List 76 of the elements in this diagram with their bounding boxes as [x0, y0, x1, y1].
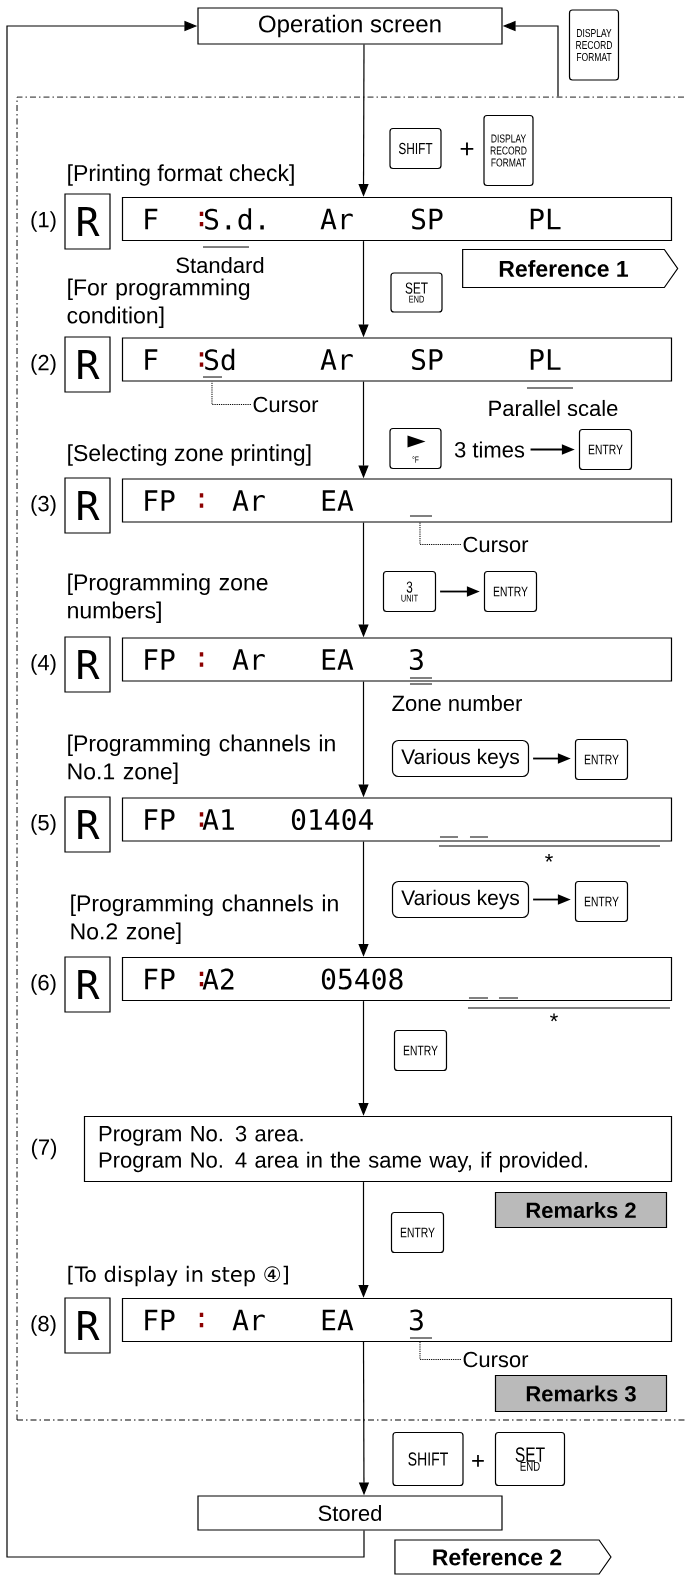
lcd-display: FP : Ar EA 3: [121, 637, 673, 682]
annotation-text: 3 times: [454, 441, 525, 458]
step-number: (8): [31, 1315, 56, 1336]
segment-digit-box: R: [64, 193, 111, 250]
step-number: (2): [31, 354, 56, 375]
annotation-text: Cursor: [463, 536, 529, 553]
process-box: Operation screen: [197, 7, 503, 45]
key-button: ENTRY: [574, 880, 629, 923]
remarks-tag: Remarks 3: [494, 1374, 668, 1413]
key-button: ENTRY: [574, 738, 629, 781]
node-label: A2: [202, 968, 234, 990]
remarks-tag: Remarks 2: [494, 1191, 668, 1229]
step-number: (1): [31, 211, 56, 232]
step-number: (5): [31, 814, 56, 835]
arrow: [6, 20, 365, 1558]
node-label: 05408: [321, 968, 403, 990]
node-label: FP: [145, 809, 175, 830]
key-button: SET END: [494, 1431, 566, 1487]
dash-dot-frame: [16, 96, 685, 1421]
step-heading: [For programming condition]: [67, 278, 250, 329]
segment-digit-box: R: [64, 956, 111, 1013]
plus-sign: +: [472, 1455, 484, 1467]
step-heading: [Programming channels in No.2 zone]: [71, 894, 338, 945]
lcd-display: FP : Ar EA 3: [121, 1297, 673, 1343]
key-button: Various keys: [391, 739, 530, 778]
step-number: *: [545, 853, 553, 862]
node-label: A1: [202, 809, 234, 830]
key-button: ENTRY: [578, 428, 633, 471]
node-label: :: [199, 971, 204, 987]
step-number: (7): [31, 1138, 57, 1160]
lcd-display: FP :A2 05408: [121, 956, 673, 1002]
key-button: ENTRY: [393, 1029, 448, 1072]
node-label: 01404: [291, 808, 374, 831]
lcd-display: F :Sd Ar SP PL: [121, 337, 673, 382]
annotation-text: Parallel scale: [489, 399, 618, 417]
leader-line: [419, 522, 462, 545]
step-number: *: [550, 1013, 558, 1022]
step-heading: [Programming zone numbers]: [68, 573, 268, 624]
key-button: DISPLAY RECORD FORMAT: [483, 114, 534, 187]
leader-line: [419, 1341, 462, 1360]
lcd-display: F :S.d. Ar SP PL: [121, 196, 673, 242]
process-box: Stored: [197, 1495, 503, 1531]
step-heading: [Selecting zone printing]: [68, 444, 311, 466]
leader-line: [211, 381, 252, 405]
segment-digit-box: R: [64, 477, 111, 534]
reference-tag: Reference 2: [394, 1539, 612, 1575]
key-button: 3 UNIT: [382, 570, 437, 613]
step-number: (6): [31, 974, 56, 995]
annotation-text: Zone number: [392, 694, 522, 712]
process-box: Program No. 3 area. Program No. 4 area in the same way, if provided.: [83, 1115, 673, 1183]
lcd-display: FP : Ar EA: [121, 478, 673, 523]
segment-digit-box: R: [64, 1297, 111, 1354]
key-button: Various keys: [391, 880, 530, 919]
key-button: SET END: [390, 272, 443, 313]
key-button: ENTRY: [390, 1211, 445, 1254]
key-button: SHIFT: [389, 127, 442, 170]
key-button: DISPLAY RECORD FORMAT: [568, 9, 620, 81]
annotation-text: Standard: [176, 256, 264, 274]
step-heading: [To display in step ④]: [68, 1265, 288, 1287]
lcd-display: FP :A1 01404: [121, 797, 673, 842]
step-heading: [Printing format check]: [68, 164, 294, 186]
segment-digit-box: R: [64, 636, 111, 693]
node-label: FP: [145, 968, 175, 990]
annotation-text: Cursor: [463, 1351, 529, 1368]
annotation-text: Cursor: [253, 396, 319, 413]
plus-sign: +: [460, 142, 474, 156]
key-button: °F: [389, 427, 442, 470]
key-button: ENTRY: [483, 570, 538, 613]
step-heading: [Programming channels in No.1 zone]: [68, 734, 335, 785]
reference-tag: Reference 1: [462, 248, 679, 289]
step-number: (3): [31, 495, 56, 516]
segment-digit-box: R: [64, 336, 111, 393]
node-label: :: [199, 812, 204, 827]
step-number: (4): [31, 654, 56, 675]
key-button: SHIFT: [392, 1431, 464, 1487]
segment-digit-box: R: [64, 796, 111, 853]
